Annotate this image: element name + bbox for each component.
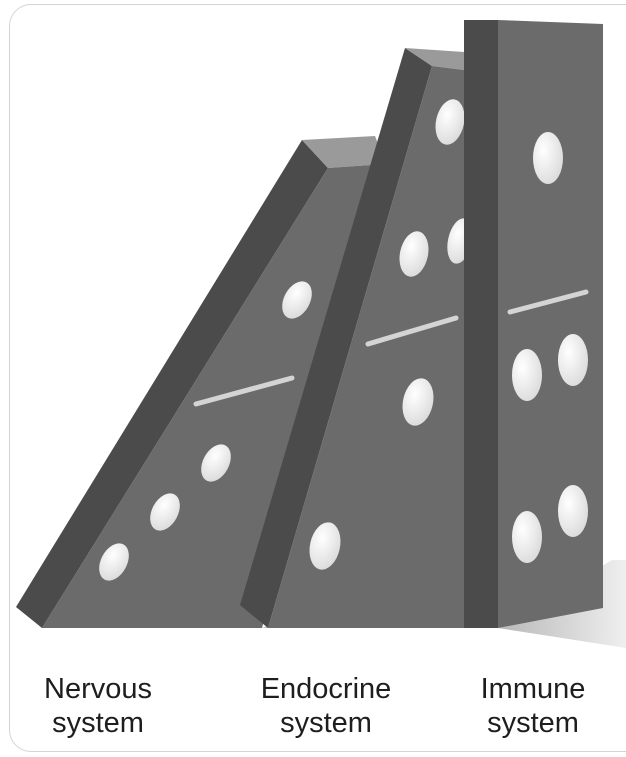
pip [512,349,542,401]
label-line: Immune [443,672,623,706]
label-endocrine-system: Endocrine system [236,672,416,740]
label-nervous-system: Nervous system [8,672,188,740]
label-line: system [443,706,623,740]
label-line: system [236,706,416,740]
label-line: Endocrine [236,672,416,706]
label-line: Nervous [8,672,188,706]
pip [512,511,542,563]
domino-side [464,20,498,628]
domino-immune-system [464,20,603,628]
label-line: system [8,706,188,740]
label-immune-system: Immune system [443,672,623,740]
pip [533,132,563,184]
pip [558,334,588,386]
pip [558,485,588,537]
